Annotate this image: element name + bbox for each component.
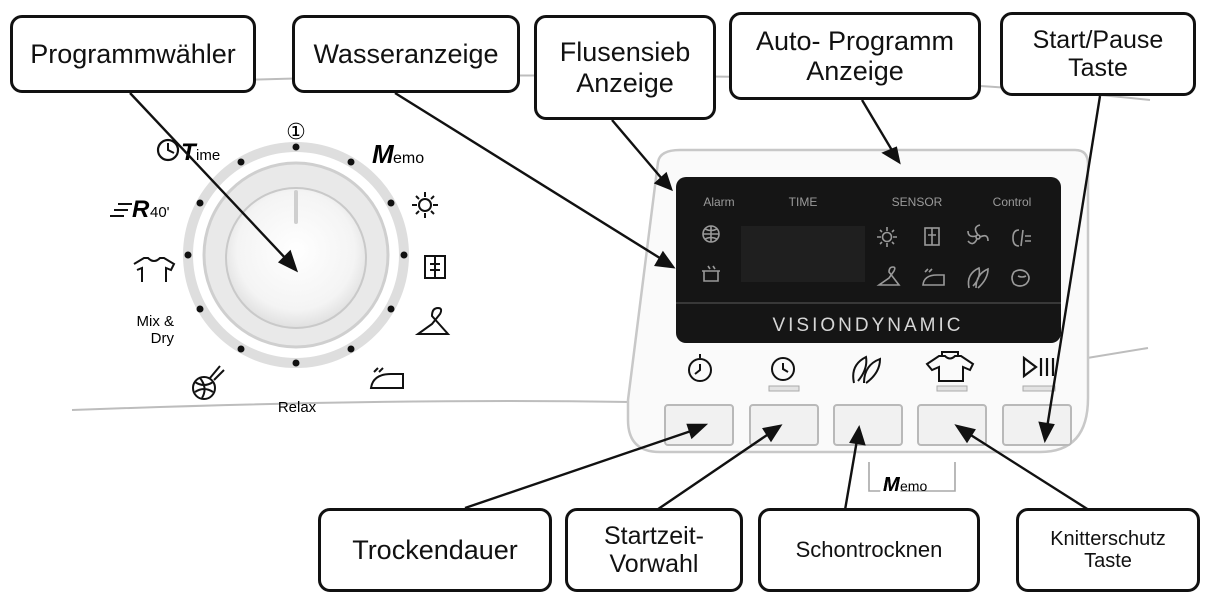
memo-bracket [868,462,956,492]
callout-schontrocknen: Schontrocknen [758,508,980,592]
lint-filter-icon [424,255,446,279]
display-alarm-label: Alarm [703,195,734,209]
display-time-label: TIME [789,195,818,209]
anti-crease-led [936,385,968,392]
display-control-label: Control [993,195,1032,209]
svg-text:40': 40' [150,204,170,221]
time-program-label: T ime [156,138,220,166]
svg-text:M: M [372,139,395,169]
mix-dry-label: Mix & Dry [137,313,175,347]
knit-icon [1011,269,1030,287]
callout-startzeit-vorwahl: Startzeit-Vorwahl [565,508,743,592]
control-icon-1 [1012,229,1031,247]
feather-icon [967,266,989,289]
water-tank-icon [702,265,720,282]
svg-text:R: R [132,196,150,223]
dial-dots [184,143,408,367]
callout-wasseranzeige: Wasseranzeige [292,15,520,93]
start-pause-icon [1022,355,1055,379]
callout-trockendauer: Trockendauer [318,508,552,592]
knit-ball-icon [192,365,225,400]
dial-knob[interactable] [225,187,367,329]
anti-crease-shirt-icon [925,351,975,382]
leader-arrows [129,91,1102,519]
svg-text:emo: emo [393,150,424,167]
display-hanger-icon [876,266,901,286]
memo-program-label: M emo [372,139,424,169]
brand-label: VISIONDYNAMIC [772,315,963,336]
program-dial: ① T ime M emo Relax [110,120,451,416]
svg-text:Relax: Relax [278,399,317,416]
delicate-button[interactable] [833,404,903,446]
iron-icon [369,367,404,389]
sensor-sun-icon [877,227,897,247]
relax-label: Relax [278,399,317,416]
display-screen [676,177,1061,343]
start-pause-button[interactable] [1002,404,1072,446]
fan-icon [967,224,989,245]
control-panel: Alarm TIME SENSOR Control [626,148,1090,499]
start-led [1022,385,1056,392]
hanger-icon [414,306,451,335]
display-sensor-label: SENSOR [892,195,943,209]
callout-programmwaehler: Programmwähler [10,15,256,93]
time-digits-area [741,226,865,282]
globe-icon [702,225,720,243]
svg-text:Mix &: Mix & [137,313,175,330]
svg-text:emo: emo [900,478,927,494]
clock-icon [156,138,180,162]
display-iron-icon [922,268,945,286]
timer-icon [688,354,712,382]
sensor-lint-icon [924,227,940,246]
sun-icon [412,192,438,218]
svg-text:Dry: Dry [151,330,175,347]
memo-bracket-label: M M emo [880,471,927,499]
dial-off-symbol: ① [286,120,306,145]
delay-start-icon [771,357,795,381]
r40-program-label: R 40' [110,196,170,223]
svg-text:ime: ime [196,147,220,164]
delay-led [768,385,800,392]
delicate-feather-icon [852,355,882,384]
shirt-icon [133,257,176,282]
svg-text:M: M [883,474,901,496]
